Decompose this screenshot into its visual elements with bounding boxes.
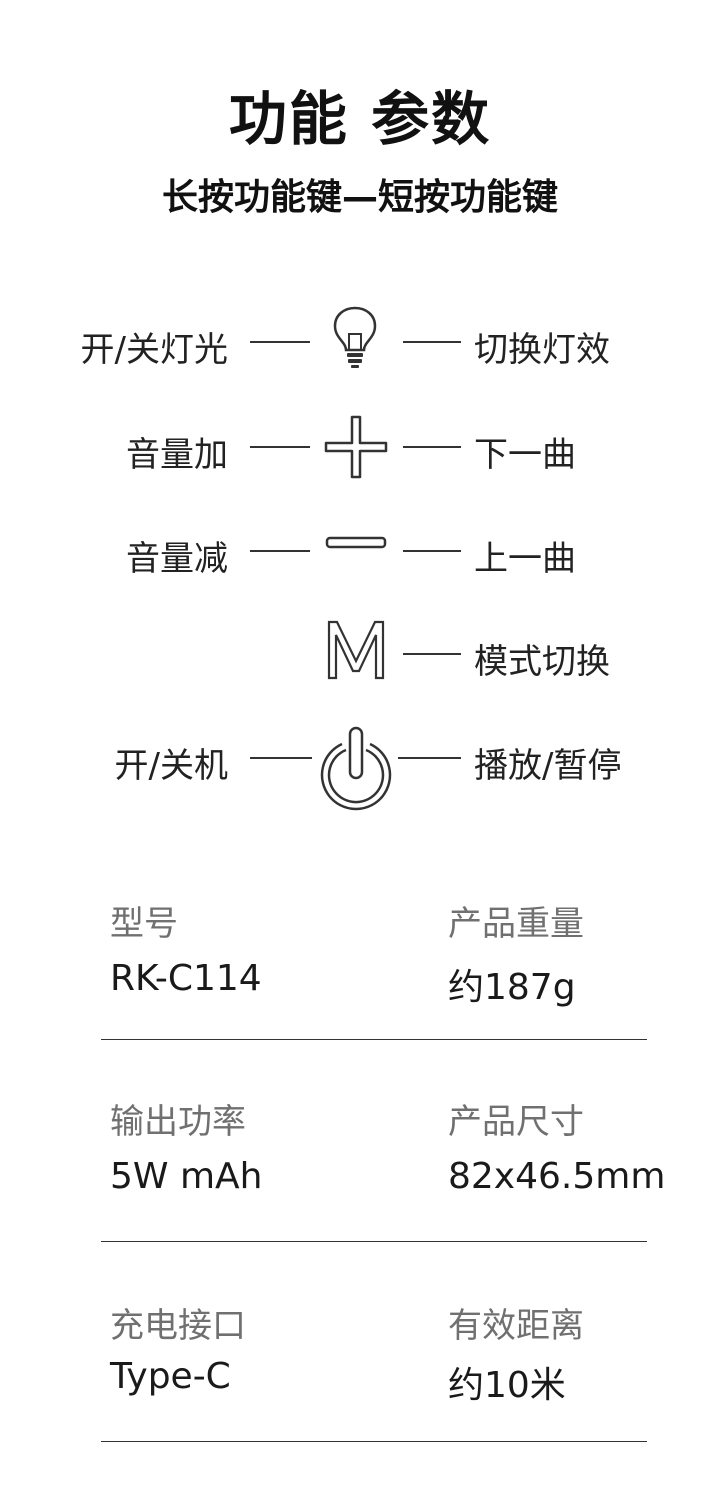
spec-value-model: RK-C114 [110, 958, 262, 999]
spec-label-output-power: 输出功率 [110, 1102, 246, 1142]
short-press-label: 下一曲 [474, 435, 576, 475]
connector-line [250, 757, 312, 759]
function-row-volume-down: 音量减 上一曲 [0, 511, 720, 591]
spec-label-size: 产品尺寸 [448, 1102, 584, 1142]
spec-label-range: 有效距离 [448, 1306, 584, 1346]
long-press-label: 音量减 [126, 539, 228, 579]
connector-line [250, 550, 310, 552]
plus-icon [324, 415, 388, 479]
connector-line [403, 653, 461, 655]
short-press-label: 上一曲 [474, 539, 576, 579]
short-press-label: 模式切换 [474, 642, 610, 682]
divider [101, 1039, 647, 1040]
short-press-label: 切换灯效 [474, 330, 610, 370]
short-press-label: 播放/暂停 [474, 746, 622, 786]
connector-line [250, 446, 310, 448]
function-row-mode: 模式切换 [0, 614, 720, 694]
spec-label-model: 型号 [110, 904, 178, 944]
connector-line [403, 341, 461, 343]
page-subtitle: 长按功能键—短按功能键 [161, 177, 558, 218]
spec-value-output-power: 5W mAh [110, 1156, 263, 1197]
connector-line [250, 341, 310, 343]
divider [101, 1241, 647, 1242]
lightbulb-icon [333, 306, 377, 368]
function-row-power: 开/关机 播放/暂停 [0, 718, 720, 811]
spec-value-size: 82x46.5mm [448, 1156, 666, 1197]
spec-label-weight: 产品重量 [448, 904, 584, 944]
spec-value-range: 约10米 [448, 1365, 566, 1406]
divider [101, 1441, 647, 1442]
function-row-volume-up: 音量加 下一曲 [0, 407, 720, 487]
function-row-light: 开/关灯光 切换灯效 [0, 302, 720, 382]
minus-icon [325, 536, 387, 549]
connector-line [398, 757, 461, 759]
spec-label-charging-port: 充电接口 [110, 1306, 246, 1346]
m-mode-icon [327, 620, 385, 680]
page-title: 功能 参数 [228, 85, 492, 153]
connector-line [403, 550, 461, 552]
long-press-label: 开/关灯光 [80, 330, 228, 370]
long-press-label: 开/关机 [114, 746, 228, 786]
long-press-label: 音量加 [126, 435, 228, 475]
spec-value-weight: 约187g [448, 967, 576, 1008]
connector-line [403, 446, 461, 448]
spec-value-charging-port: Type-C [110, 1356, 231, 1397]
power-icon [320, 726, 392, 811]
